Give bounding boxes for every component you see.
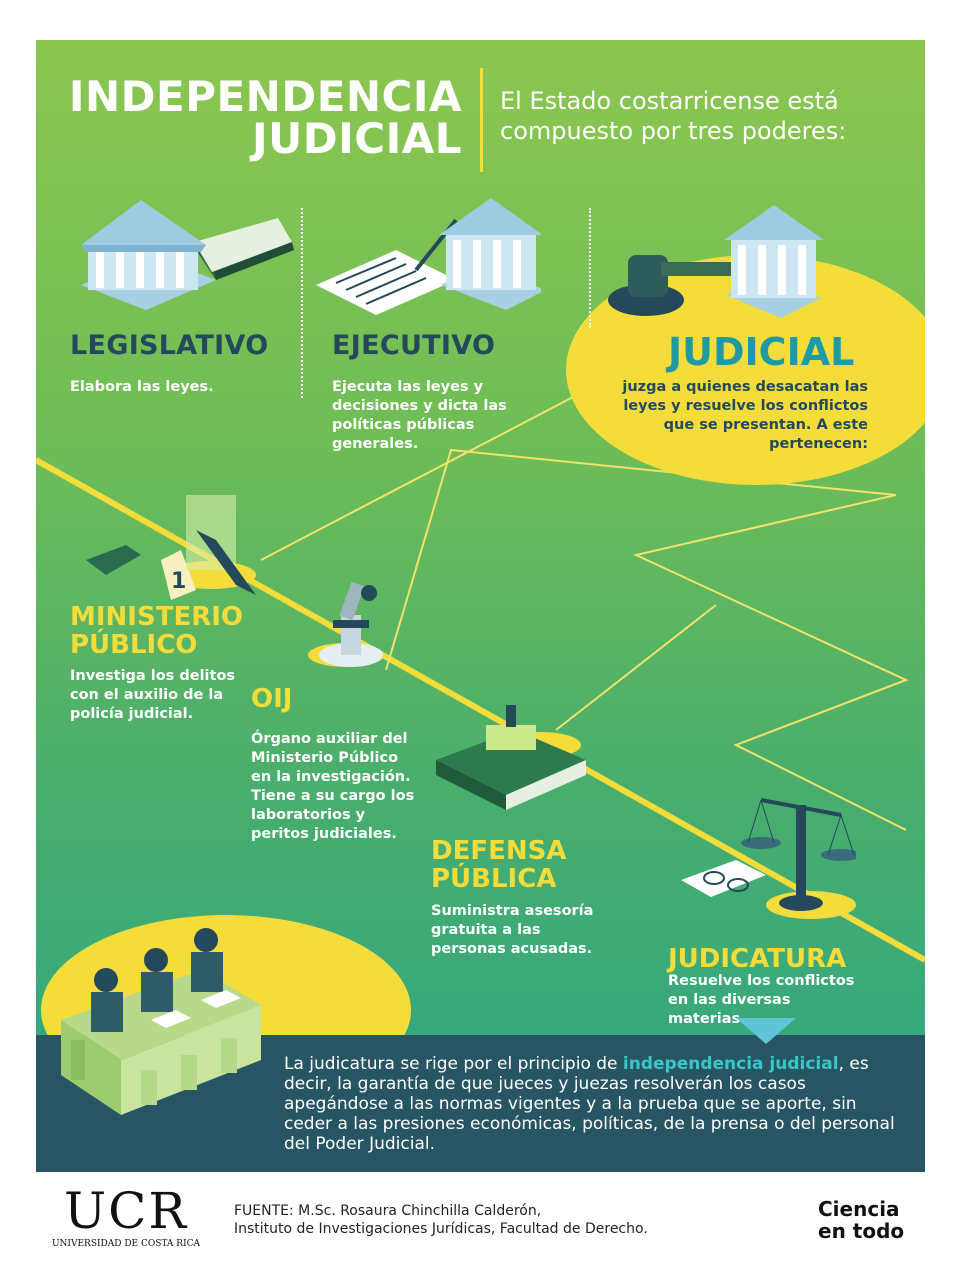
- scales-of-justice-icon: [681, 798, 856, 911]
- power-name-ejecutivo: EJECUTIVO: [332, 330, 496, 361]
- defense-book-icon: [436, 705, 586, 810]
- body-title-oij: OIJ: [251, 684, 293, 714]
- evidence-marker-icon: 1: [86, 495, 256, 600]
- body-title-ministerio: MINISTERIO PÚBLICO: [70, 602, 243, 660]
- executive-document-icon: [316, 198, 541, 315]
- principle-highlight: independencia judicial: [622, 1054, 839, 1074]
- ucr-logo: UCR UNIVERSIDAD DE COSTA RICA: [51, 1182, 201, 1249]
- microscope-icon: [319, 581, 383, 667]
- divider-dotted: [589, 208, 591, 328]
- judicial-gavel-icon: [608, 205, 824, 318]
- divider-dotted: [301, 208, 303, 398]
- power-desc-legislativo: Elabora las leyes.: [70, 379, 214, 395]
- judges-panel-illustration: [61, 928, 261, 1115]
- power-name-legislativo: LEGISLATIVO: [70, 330, 269, 361]
- principle-text: La judicatura se rige por el principio d…: [284, 1054, 895, 1154]
- page-subtitle: El Estado costarricense está compuesto p…: [500, 87, 847, 145]
- title-divider: [480, 68, 483, 172]
- body-desc-judicatura: Resuelve los conflictos en las diversas …: [668, 973, 855, 1027]
- legislative-building-icon: [81, 200, 294, 310]
- power-desc-judicial: juzga a quienes desacatan las leyes y re…: [622, 379, 868, 452]
- body-desc-oij: Órgano auxiliar del Ministerio Público e…: [251, 731, 415, 842]
- power-name-judicial: JUDICIAL: [668, 330, 855, 374]
- body-title-judicatura: JUDICATURA: [668, 944, 847, 974]
- source-credit: FUENTE: M.Sc. Rosaura Chinchilla Calderó…: [234, 1203, 648, 1237]
- infographic-panel: INDEPENDENCIA JUDICIAL El Estado costarr…: [36, 40, 925, 1172]
- body-desc-defensa: Suministra asesoría gratuita a las perso…: [431, 903, 594, 957]
- body-desc-ministerio: Investiga los delitos con el auxilio de …: [70, 668, 236, 722]
- body-title-defensa: DEFENSA PÚBLICA: [431, 836, 567, 894]
- ciencia-en-todo-logo: Ciencia en todo: [818, 1197, 905, 1243]
- power-desc-ejecutivo: Ejecuta las leyes y decisiones y dicta l…: [332, 379, 507, 452]
- svg-text:1: 1: [171, 569, 186, 594]
- pointer-triangle-icon: [736, 1018, 796, 1044]
- page-title: INDEPENDENCIA JUDICIAL: [68, 72, 462, 163]
